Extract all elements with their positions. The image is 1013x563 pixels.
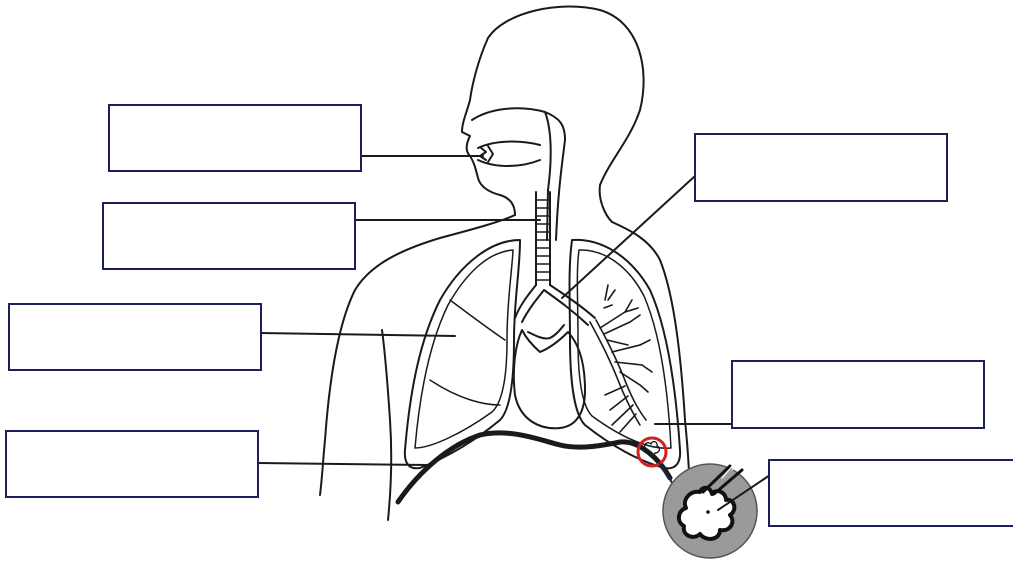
alveolus-magnified [679, 488, 734, 539]
head-outline [488, 6, 644, 222]
lung-left-inner [415, 250, 513, 448]
bronchial-tree [590, 285, 652, 432]
pharynx [545, 112, 565, 240]
leader-line-bronchus [562, 176, 695, 298]
label-box-diaphragm[interactable] [5, 430, 259, 498]
diaphragm [398, 433, 670, 502]
lung-right-outer [570, 240, 681, 468]
arm-inner-left [382, 330, 391, 520]
label-box-bronchus[interactable] [694, 133, 948, 202]
heart-vessel [528, 325, 564, 339]
label-box-alveolus[interactable] [768, 459, 1013, 527]
face-profile [462, 38, 515, 215]
lung-left-lobe-fissure [430, 300, 505, 405]
leader-line-diaphragm [258, 463, 428, 465]
label-box-lung[interactable] [8, 303, 262, 371]
alveolus-center-dot [706, 510, 710, 514]
label-box-trachea[interactable] [102, 202, 356, 270]
label-box-bronchiole[interactable] [731, 360, 985, 429]
label-box-mouth[interactable] [108, 104, 362, 172]
teeth [480, 146, 493, 162]
left-main-bronchus [515, 285, 544, 322]
heart [514, 330, 585, 428]
